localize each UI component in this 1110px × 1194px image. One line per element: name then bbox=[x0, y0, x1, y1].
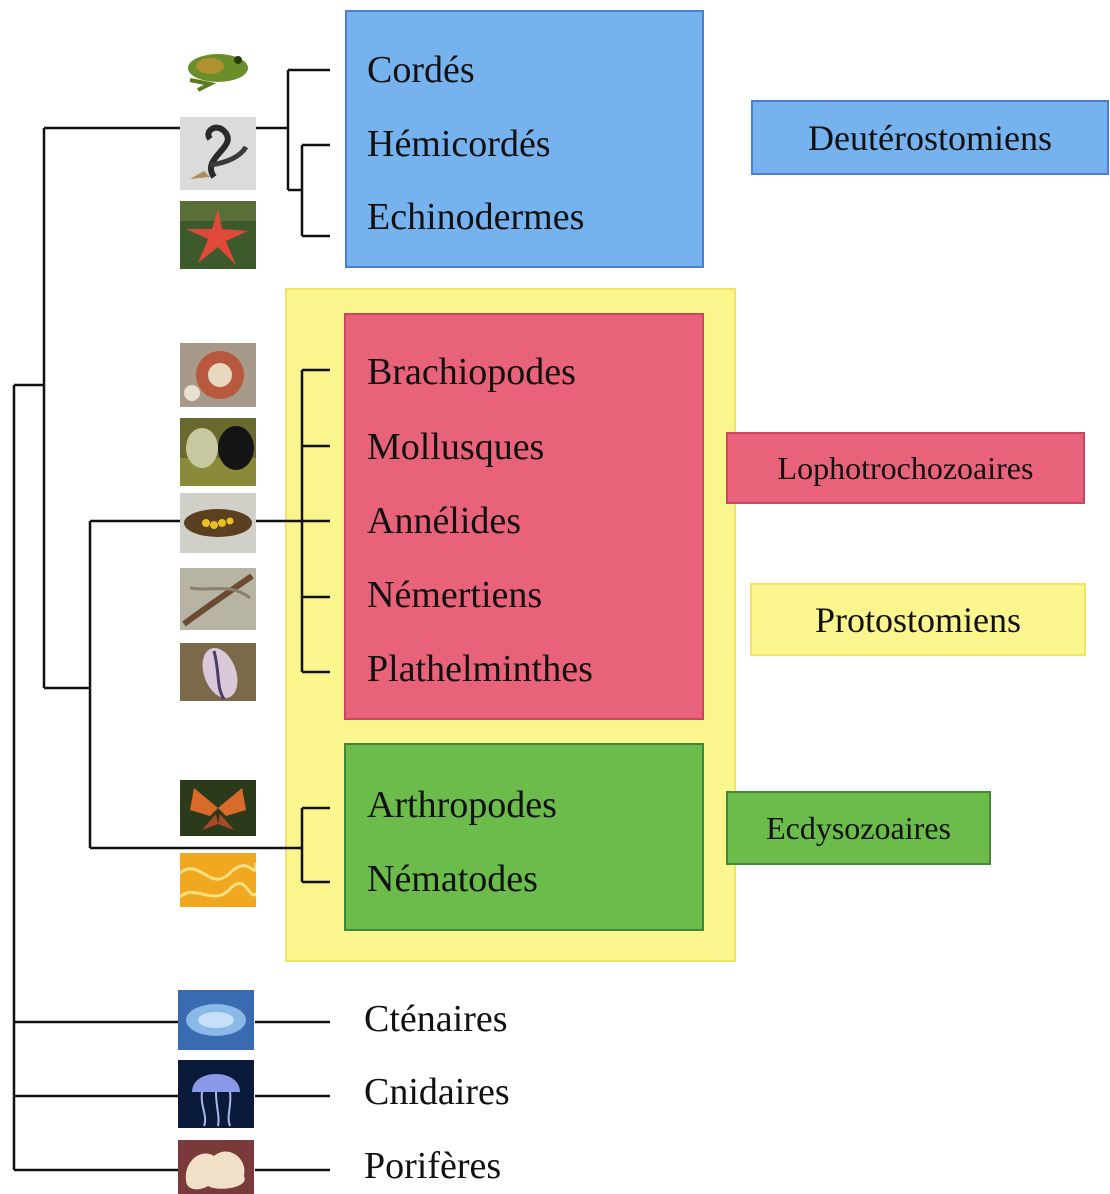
ctenophore-photo bbox=[178, 990, 254, 1050]
taxon-arthropodes: Arthropodes bbox=[367, 786, 557, 824]
taxon-annelides: Annélides bbox=[367, 502, 521, 540]
taxon-nematodes: Nématodes bbox=[367, 860, 538, 898]
hemichordate-photo bbox=[180, 117, 256, 190]
leech-photo bbox=[180, 493, 256, 553]
sponge-photo bbox=[178, 1140, 254, 1194]
flatworm-photo bbox=[180, 643, 256, 701]
mollusc-photo bbox=[180, 418, 256, 486]
taxon-echinodermes: Echinodermes bbox=[367, 198, 584, 236]
group-label-lophotrochozoaires: Lophotrochozoaires bbox=[726, 432, 1085, 504]
taxon-cordes: Cordés bbox=[367, 51, 475, 89]
butterfly-photo bbox=[180, 780, 256, 836]
starfish-photo bbox=[180, 201, 256, 269]
taxon-cnidaires: Cnidaires bbox=[364, 1073, 510, 1111]
taxon-nemertiens: Némertiens bbox=[367, 576, 542, 614]
group-label-deuterostomiens: Deutérostomiens bbox=[751, 100, 1109, 175]
jellyfish-photo bbox=[178, 1060, 254, 1128]
nematode-photo bbox=[180, 853, 256, 907]
group-label-ecdysozoaires: Ecdysozoaires bbox=[726, 791, 991, 865]
group-label-protostomiens: Protostomiens bbox=[750, 583, 1086, 656]
taxon-poriferes: Porifères bbox=[364, 1147, 501, 1185]
nemertean-photo bbox=[180, 568, 256, 630]
brachiopod-photo bbox=[180, 343, 256, 407]
taxon-ctenaires: Cténaires bbox=[364, 1000, 508, 1038]
taxon-mollusques: Mollusques bbox=[367, 428, 544, 466]
taxon-plathelminthes: Plathelminthes bbox=[367, 650, 593, 688]
taxon-hemicordes: Hémicordés bbox=[367, 125, 551, 163]
frog-photo bbox=[180, 40, 256, 92]
taxon-brachiopodes: Brachiopodes bbox=[367, 353, 576, 391]
